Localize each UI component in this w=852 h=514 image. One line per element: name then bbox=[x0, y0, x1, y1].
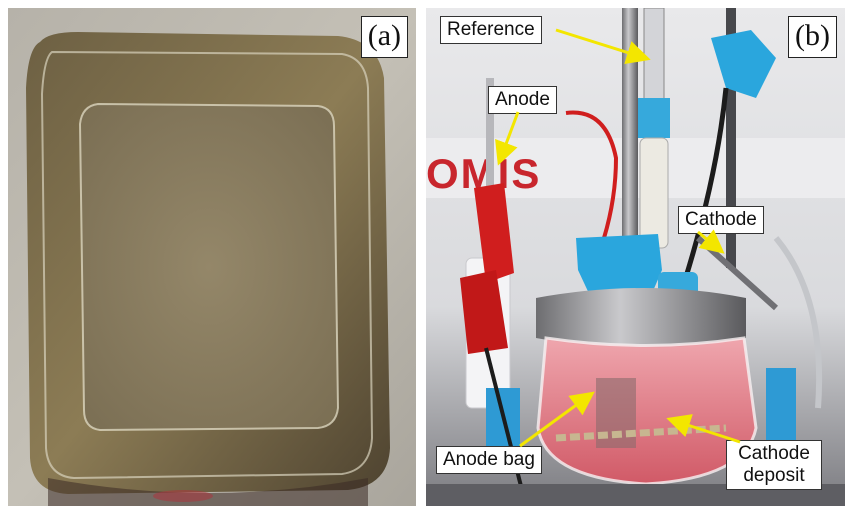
label-cathode-deposit: Cathode deposit bbox=[726, 440, 822, 490]
label-anode: Anode bbox=[488, 86, 557, 114]
panel-b-photo: OMIS bbox=[426, 8, 845, 506]
panel-a-letter: (a) bbox=[360, 16, 408, 58]
cell-liquid bbox=[538, 338, 756, 484]
blue-stopper bbox=[576, 234, 662, 300]
film-surface bbox=[80, 104, 338, 430]
label-cathode: Cathode bbox=[678, 206, 764, 234]
red-clip-upper bbox=[474, 183, 514, 283]
cell-lid bbox=[536, 288, 746, 348]
label-reference: Reference bbox=[440, 16, 542, 44]
film-photo bbox=[8, 8, 416, 506]
label-anode-bag: Anode bag bbox=[436, 446, 542, 474]
cell-photo: OMIS bbox=[426, 8, 845, 506]
panel-b-letter: (b) bbox=[788, 16, 837, 58]
red-clip-lower bbox=[460, 270, 508, 354]
panel-a-photo: (a) bbox=[8, 8, 416, 506]
label-cathode-deposit-line2: deposit bbox=[743, 465, 805, 486]
label-cathode-deposit-line1: Cathode bbox=[738, 443, 810, 464]
reference-cap bbox=[638, 98, 670, 138]
